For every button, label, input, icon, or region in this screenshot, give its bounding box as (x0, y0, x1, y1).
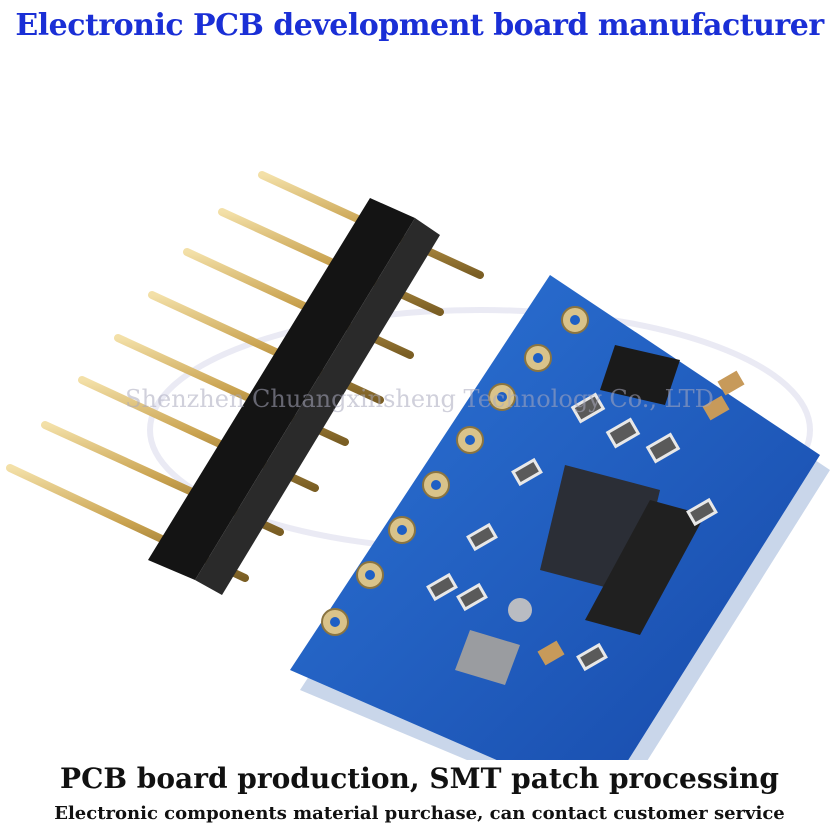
watermark-text: Shenzhen Chuangxinsheng Technology Co., … (125, 385, 714, 413)
page-title: Electronic PCB development board manufac… (15, 8, 824, 43)
pin-header (6, 171, 484, 595)
footer-line-2: Electronic components material purchase,… (54, 803, 785, 824)
product-photo (6, 171, 830, 760)
pcb-board (290, 275, 830, 760)
mosfet (455, 630, 520, 685)
crystal (585, 500, 705, 635)
regulator-chip (600, 345, 680, 405)
footer-line-1: PCB board production, SMT patch processi… (60, 762, 779, 795)
